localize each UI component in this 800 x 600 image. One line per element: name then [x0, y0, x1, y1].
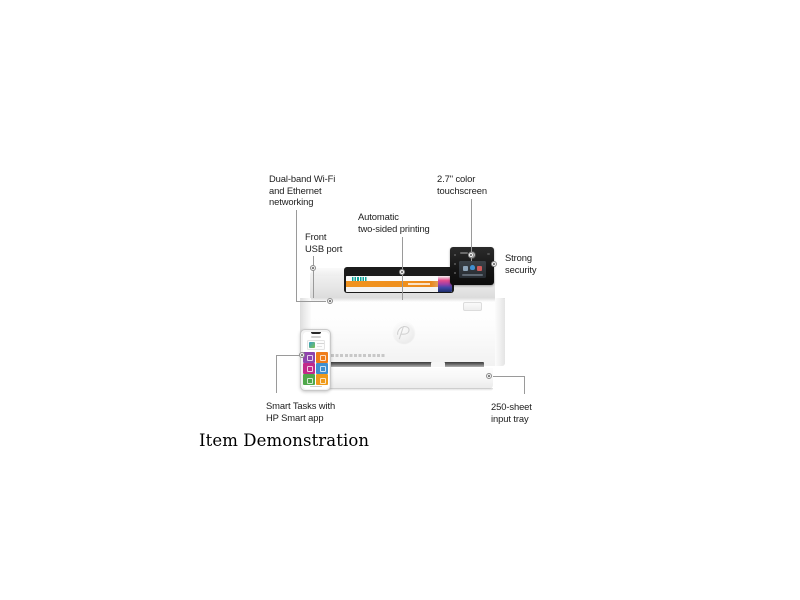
touchscreen-display[interactable]: [459, 261, 486, 278]
panel-indicator-2: [454, 263, 456, 265]
printer-body-shading: [300, 298, 505, 302]
screen-app-icon-3[interactable]: [477, 266, 482, 271]
callout-label-wifi-ethernet: Dual-band Wi-Fi and Ethernet networking: [269, 173, 336, 208]
phone-screen[interactable]: [302, 331, 329, 389]
printer-right-edge: [495, 298, 505, 366]
panel-indicator-3: [454, 272, 456, 274]
phone-app-tile[interactable]: [303, 352, 316, 363]
phone-home-indicator: [309, 385, 322, 387]
page-title: Item Demonstration: [199, 431, 370, 450]
page-band-orange: [346, 281, 452, 287]
callout-label-auto-duplex: Automatic two-sided printing: [358, 211, 430, 234]
callout-dot-smart-tasks: [299, 352, 305, 358]
printed-page: [346, 276, 452, 292]
control-panel-brand-label: [460, 252, 468, 254]
callout-label-front-usb: Front USB port: [305, 231, 343, 254]
callout-leader-line: [471, 199, 472, 261]
callout-label-touchscreen: 2.7" color touchscreen: [437, 173, 487, 196]
page-band-lower: [346, 287, 452, 292]
callout-label-input-tray: 250-sheet input tray: [491, 401, 532, 424]
phone-app-tile[interactable]: [303, 363, 316, 374]
callout-leader-line: [493, 376, 524, 377]
phone-card-line-2: [316, 346, 322, 348]
phone-notch: [310, 331, 321, 334]
callout-dot-strong-security: [491, 261, 497, 267]
panel-power-icon[interactable]: [487, 253, 490, 255]
printer-door-latch: [463, 302, 482, 311]
input-tray-drawer: [317, 367, 493, 389]
callout-dot-wifi-ethernet: [327, 298, 333, 304]
phone-card-thumbnail: [309, 342, 315, 348]
tray-gap-tab: [431, 362, 445, 368]
callout-label-smart-tasks: Smart Tasks with HP Smart app: [266, 400, 336, 423]
printer-illustration: [300, 262, 505, 391]
phone-app-tile[interactable]: [315, 352, 328, 363]
smartphone-illustration: [300, 329, 331, 391]
callout-dot-auto-duplex: [399, 269, 405, 275]
phone-app-card[interactable]: [306, 339, 325, 350]
phone-app-tile[interactable]: [303, 374, 316, 385]
callout-dot-touchscreen: [468, 252, 474, 258]
screen-status-bar: [462, 274, 483, 276]
page-band-white: [346, 276, 452, 281]
callout-dot-front-usb: [310, 265, 316, 271]
hp-logo-icon: [393, 322, 415, 344]
page-grey-text: [408, 282, 430, 285]
screen-app-icon-1[interactable]: [463, 266, 468, 271]
callout-dot-input-tray: [486, 373, 492, 379]
input-tray-shadow: [317, 388, 493, 391]
phone-app-header: [302, 334, 329, 352]
callout-label-strong-security: Strong security: [505, 252, 537, 275]
phone-card-line-1: [316, 343, 324, 345]
callout-leader-line: [296, 210, 297, 301]
page-teal-text: [352, 277, 367, 281]
screen-app-icon-2[interactable]: [470, 265, 475, 270]
printer-model-text: [331, 354, 385, 357]
callout-leader-line: [524, 376, 525, 394]
page-gradient-edge: [438, 276, 452, 292]
panel-indicator-1: [454, 254, 456, 256]
phone-app-tile[interactable]: [315, 374, 328, 385]
callout-leader-line: [313, 256, 314, 298]
callout-leader-line: [276, 355, 299, 356]
callout-leader-line: [276, 355, 277, 393]
callout-leader-line: [296, 301, 326, 302]
callout-leader-line: [402, 237, 403, 300]
phone-app-tile-grid: [303, 352, 329, 386]
phone-app-tile[interactable]: [315, 363, 328, 374]
phone-app-title: [310, 335, 321, 338]
tray-gap: [322, 362, 484, 368]
